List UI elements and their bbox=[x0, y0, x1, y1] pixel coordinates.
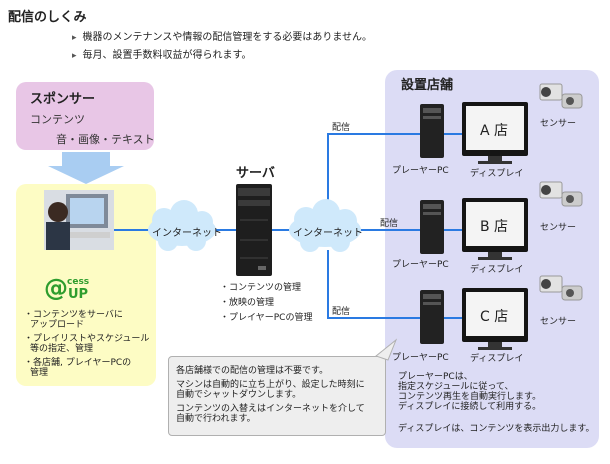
store-note-line: ディスプレイに接続して利用する。 bbox=[398, 402, 542, 412]
display-c-icon bbox=[462, 288, 528, 350]
sensor-label-c: センサー bbox=[540, 317, 577, 327]
store-note-line: ディスプレイは、コンテンツを表示出力します。 bbox=[398, 424, 595, 434]
callout-line: 自動でシャットダウンします。 bbox=[176, 390, 302, 400]
server-note: ・プレイヤーPCの管理 bbox=[220, 313, 313, 323]
svg-text:cess: cess bbox=[67, 277, 89, 287]
callout-line: コンテンツの入替えはインターネットを介して bbox=[176, 404, 365, 414]
callout-pointer-icon bbox=[374, 338, 398, 361]
player-pc-a-icon bbox=[420, 104, 444, 158]
sponsor-box bbox=[16, 82, 154, 150]
bullet-icon: ▸ bbox=[72, 51, 77, 61]
svg-text:@: @ bbox=[44, 274, 68, 302]
player-pc-label-b: プレーヤーPC bbox=[392, 260, 449, 270]
sensor-camera-b-icon bbox=[539, 181, 583, 207]
delivery-label: 配信 bbox=[332, 123, 351, 133]
sensor-label-b: センサー bbox=[540, 223, 577, 233]
server-note: ・放映の管理 bbox=[220, 298, 275, 308]
callout-line: 自動で行われます。 bbox=[176, 414, 256, 424]
store-note-line: プレーヤーPCは、 bbox=[398, 372, 473, 382]
player-pc-b-icon bbox=[420, 200, 444, 254]
bullet-item: ▸毎月、設置手数料収益が得られます。 bbox=[72, 50, 252, 61]
sensor-label-a: センサー bbox=[540, 119, 577, 129]
server-icon bbox=[236, 184, 272, 276]
internet-label-left: インターネット bbox=[152, 228, 222, 239]
store-name-a: A 店 bbox=[480, 123, 509, 139]
svg-text:UP: UP bbox=[68, 287, 88, 302]
sensor-camera-a-icon bbox=[539, 83, 583, 109]
callout-line: マシンは自動的に立ち上がり、設定した時刻に bbox=[176, 380, 365, 390]
internet-cloud-right-icon bbox=[289, 199, 361, 252]
sponsor-title: スポンサー bbox=[30, 92, 96, 107]
delivery-label: 配信 bbox=[380, 219, 399, 229]
store-panel-title: 設置店舗 bbox=[401, 78, 454, 93]
server-note: ・コンテンツの管理 bbox=[220, 283, 302, 293]
store-note-line: コンテンツ再生を自動実行します。 bbox=[398, 392, 542, 402]
operator-item: ・コンテンツをサーバに アップロード bbox=[24, 310, 123, 330]
operator-item: ・プレイリストやスケジュール 等の指定、管理 bbox=[24, 334, 150, 354]
internet-cloud-left-icon bbox=[148, 200, 216, 251]
down-arrow-icon bbox=[48, 152, 124, 184]
sponsor-media-label: 音・画像・テキスト bbox=[56, 133, 155, 146]
callout-line: 各店舗様での配信の管理は不要です。 bbox=[176, 366, 329, 376]
display-label-b: ディスプレイ bbox=[470, 265, 524, 275]
store-name-c: C 店 bbox=[480, 309, 509, 325]
sponsor-content-label: コンテンツ bbox=[30, 113, 85, 126]
bullet-item: ▸機器のメンテナンスや情報の配信管理をする必要はありません。 bbox=[72, 32, 373, 43]
display-label-a: ディスプレイ bbox=[470, 169, 524, 179]
player-pc-label-c: プレーヤーPC bbox=[392, 353, 449, 363]
display-label-c: ディスプレイ bbox=[470, 354, 524, 364]
store-note-line: 指定スケジュールに従って、 bbox=[398, 382, 514, 392]
display-b-icon bbox=[462, 198, 528, 260]
delivery-label: 配信 bbox=[332, 307, 351, 317]
callout-box bbox=[168, 356, 386, 436]
sensor-camera-c-icon bbox=[539, 275, 583, 301]
page-title: 配信のしくみ bbox=[8, 10, 87, 25]
operator-item: ・各店舗, プレイヤーPCの 管理 bbox=[24, 358, 132, 378]
server-title: サーバ bbox=[236, 166, 275, 181]
display-a-icon bbox=[462, 102, 528, 164]
player-pc-label-a: プレーヤーPC bbox=[392, 166, 449, 176]
store-name-b: B 店 bbox=[480, 219, 509, 235]
internet-label-right: インターネット bbox=[293, 228, 363, 239]
operator-photo-icon bbox=[44, 190, 114, 250]
player-pc-c-icon bbox=[420, 290, 444, 344]
access-up-logo-icon: @ cess UP bbox=[44, 274, 89, 302]
connection-lines bbox=[112, 133, 462, 319]
bullet-icon: ▸ bbox=[72, 33, 77, 43]
